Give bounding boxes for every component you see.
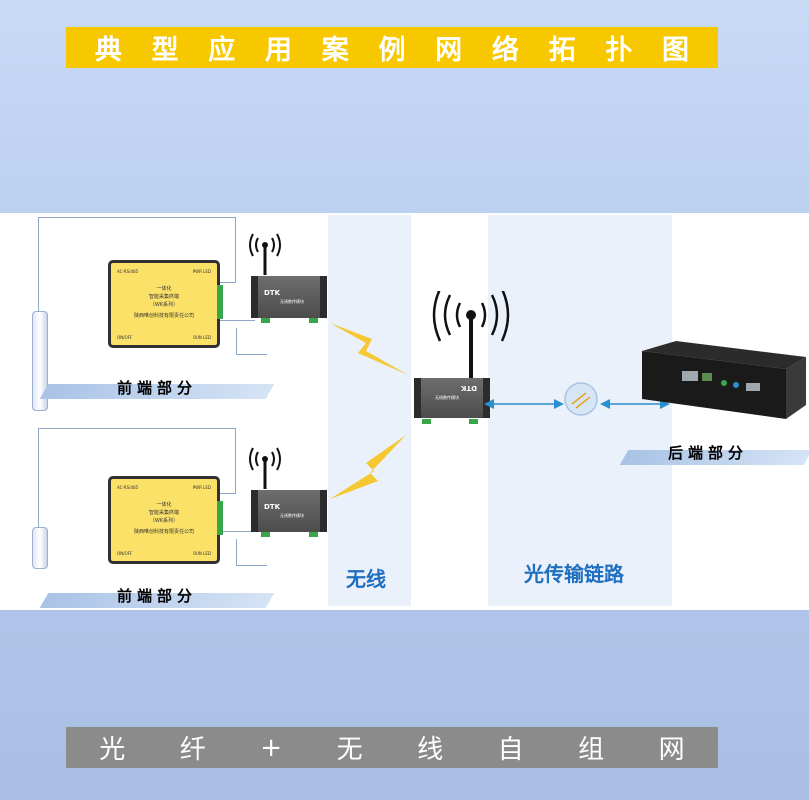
access-point-device xyxy=(32,527,48,569)
diagram-title-bar: 典 型 应 用 案 例 网 络 拓 扑 图 xyxy=(66,27,718,68)
footer-char: 光 xyxy=(99,735,126,765)
cable-line xyxy=(38,217,236,218)
center-name: DTK xyxy=(460,384,477,392)
footer-char: 组 xyxy=(578,735,605,765)
cable-line xyxy=(236,565,267,566)
footer-char: 网 xyxy=(658,735,685,765)
wk-label: RUN LED xyxy=(193,335,211,340)
topology-panel: 无线 光传输链路 AC-RS/485 PWR LED 一体化 智能采集终端 （W… xyxy=(0,213,809,610)
wireless-zone xyxy=(328,215,411,606)
industrial-pc-device xyxy=(642,341,806,419)
bidirectional-arrow-icon xyxy=(484,399,564,409)
footer-char: 无 xyxy=(336,735,363,765)
terminal-block xyxy=(217,285,223,319)
footer-char: + xyxy=(260,732,283,763)
title-char: 案 xyxy=(321,35,349,66)
dtk-center-gateway: DTK 无线数传模块 xyxy=(414,378,490,418)
wk-label: 智能采集终端 xyxy=(148,294,179,300)
cable-line xyxy=(235,217,236,282)
footer-char: 自 xyxy=(497,735,524,765)
title-char: 应 xyxy=(208,35,236,66)
cable-line xyxy=(220,320,255,321)
optical-zone-label: 光传输链路 xyxy=(524,562,624,586)
title-char: 典 xyxy=(94,35,122,66)
wk-label: 陕西唯创科技有限责任公司 xyxy=(133,529,194,535)
wk-label: 陕西唯创科技有限责任公司 xyxy=(133,313,194,319)
wk-label: （WK系列） xyxy=(149,518,179,524)
front-end-label: 前端部分 xyxy=(117,587,198,605)
port-connector xyxy=(309,318,318,323)
cable-line xyxy=(236,354,267,355)
title-char: 络 xyxy=(491,35,519,66)
terminal-block xyxy=(217,501,223,535)
wk-terminal: AC-RS/485 PWR LED 一体化 智能采集终端 （WK系列） 陕西唯创… xyxy=(108,476,223,564)
dtk-subtitle: 无线数传模块 xyxy=(280,299,304,304)
wk-label: AC-RS/485 xyxy=(117,485,139,490)
footer-caption-bar: 光 纤 + 无 线 自 组 网 xyxy=(66,727,718,768)
dtk-name: DTK xyxy=(264,503,281,511)
port-connector xyxy=(422,419,431,424)
wk-label: （WK系列） xyxy=(149,302,179,308)
title-char: 用 xyxy=(265,35,293,66)
cable-line xyxy=(38,428,39,528)
title-char: 型 xyxy=(151,35,179,66)
cable-line xyxy=(38,428,236,429)
footer-char: 纤 xyxy=(179,735,206,765)
dtk-name: DTK xyxy=(264,289,281,297)
wk-label: ON/OFF xyxy=(117,335,133,340)
title-char: 网 xyxy=(435,35,463,66)
footer-char: 线 xyxy=(417,735,444,765)
front-end-label: 前端部分 xyxy=(117,379,198,397)
wk-terminal: AC-RS/485 PWR LED 一体化 智能采集终端 （WK系列） 陕西唯创… xyxy=(108,260,223,348)
dtk-wireless-module: DTK 无线数传模块 xyxy=(251,276,327,318)
cable-line xyxy=(220,531,255,532)
dtk-wireless-module: DTK 无线数传模块 xyxy=(251,490,327,532)
wk-label: AC-RS/485 xyxy=(117,269,139,274)
lightning-bolt-icon xyxy=(330,323,408,375)
title-char: 扑 xyxy=(605,35,633,66)
access-point-device xyxy=(32,311,48,411)
center-subtitle: 无线数传模块 xyxy=(435,395,459,400)
cable-line xyxy=(235,428,236,493)
wk-label: 智能采集终端 xyxy=(148,510,179,516)
lightning-bolt-icon xyxy=(330,435,406,499)
title-char: 拓 xyxy=(548,35,576,66)
cable-line xyxy=(236,328,237,355)
port-connector xyxy=(469,419,478,424)
wireless-zone-label: 无线 xyxy=(346,567,386,591)
fiber-link-icon xyxy=(564,382,598,416)
port-connector xyxy=(261,532,270,537)
wk-label: PWR LED xyxy=(192,269,211,274)
wk-label: PWR LED xyxy=(192,485,211,490)
cable-line xyxy=(220,493,236,494)
antenna-icon xyxy=(432,291,510,379)
title-char: 图 xyxy=(662,35,690,66)
wk-label: 一体化 xyxy=(156,286,172,292)
cable-line xyxy=(220,282,236,283)
wk-label: RUN LED xyxy=(193,551,211,556)
antenna-icon xyxy=(249,233,281,275)
wk-label: 一体化 xyxy=(156,502,172,508)
cable-line xyxy=(236,539,237,566)
port-connector xyxy=(261,318,270,323)
wk-label: ON/OFF xyxy=(117,551,133,556)
antenna-icon xyxy=(249,447,281,489)
title-char: 例 xyxy=(378,35,406,66)
back-end-label: 后端部分 xyxy=(668,444,749,462)
cable-line xyxy=(38,217,39,312)
port-connector xyxy=(309,532,318,537)
dtk-subtitle: 无线数传模块 xyxy=(280,513,304,518)
